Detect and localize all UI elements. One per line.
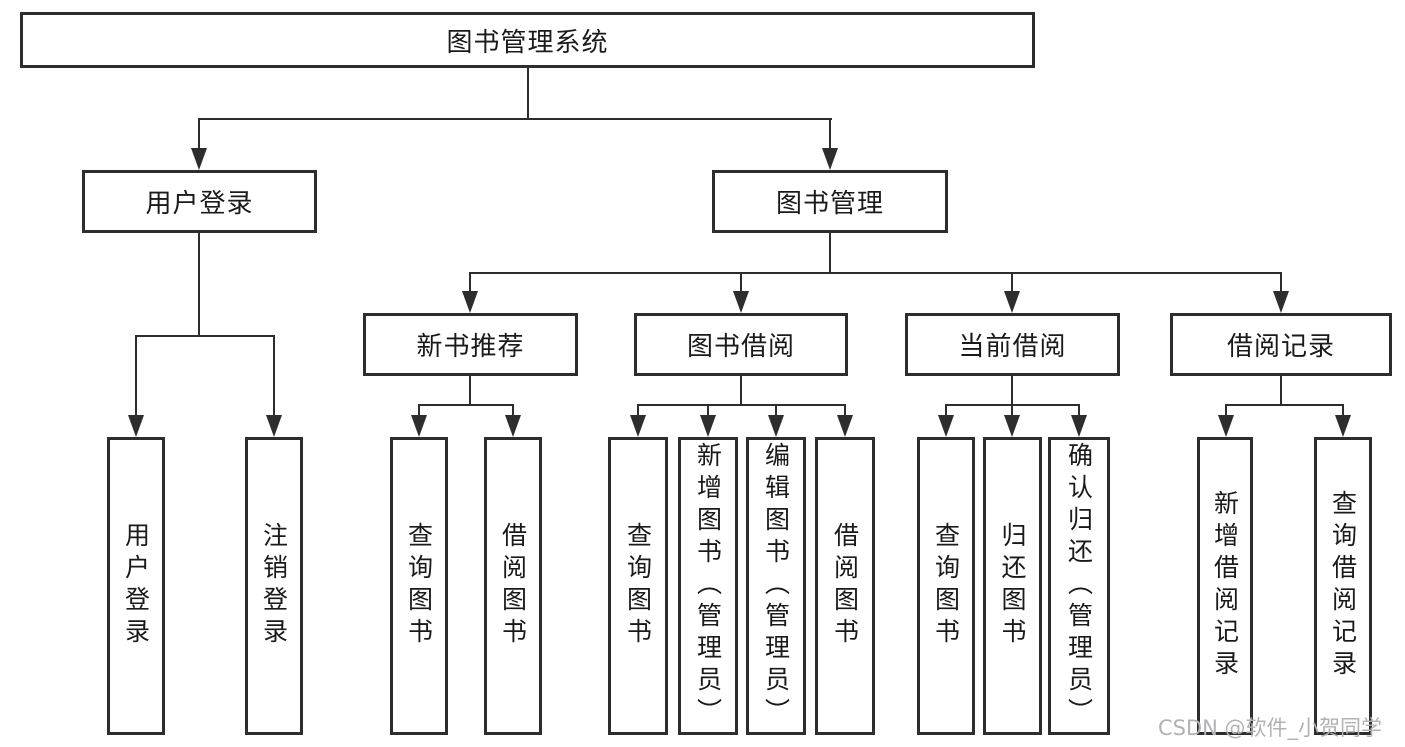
- leaf-query-borrow-record: 查询借阅记录: [1314, 437, 1372, 735]
- node-book-management: 图书管理: [712, 170, 948, 233]
- connector-line: [1280, 376, 1282, 406]
- connector-line: [1011, 404, 1013, 417]
- connector-line: [844, 404, 846, 417]
- arrow-down-icon: [411, 415, 427, 437]
- connector-line: [135, 335, 275, 337]
- arrow-down-icon: [1218, 415, 1234, 437]
- connector-line: [135, 335, 137, 417]
- node-label: 查询图书: [404, 522, 434, 650]
- arrow-down-icon: [938, 415, 954, 437]
- connector-line: [198, 118, 200, 150]
- connector-line: [1280, 272, 1282, 293]
- connector-line: [829, 118, 831, 150]
- connector-line: [1078, 404, 1080, 417]
- arrow-down-icon: [630, 415, 646, 437]
- connector-line: [469, 376, 471, 406]
- connector-line: [637, 404, 639, 417]
- connector-line: [1225, 404, 1227, 417]
- connector-line: [198, 118, 832, 120]
- arrow-down-icon: [1004, 291, 1020, 313]
- connector-line: [198, 233, 200, 337]
- csdn-watermark: CSDN @软件_小贺同学: [1158, 716, 1383, 740]
- arrow-down-icon: [1004, 415, 1020, 437]
- connector-line: [469, 272, 471, 293]
- leaf-add-book-admin: 新增图书（管理员）: [678, 437, 738, 735]
- connector-line: [740, 272, 742, 293]
- connector-line: [1011, 272, 1013, 293]
- node-new-book-recommend: 新书推荐: [363, 313, 578, 376]
- leaf-edit-book-admin: 编辑图书（管理员）: [746, 437, 806, 735]
- arrow-down-icon: [1335, 415, 1351, 437]
- leaf-confirm-return-admin: 确认归还（管理员）: [1048, 437, 1110, 735]
- connector-line: [418, 404, 420, 417]
- node-label: 新书推荐: [416, 332, 525, 362]
- connector-line: [637, 404, 846, 406]
- connector-line: [740, 376, 742, 406]
- leaf-query-books-current: 查询图书: [917, 437, 975, 735]
- leaf-query-books-recommend: 查询图书: [390, 437, 448, 735]
- node-label: 查询图书: [623, 522, 653, 650]
- leaf-borrow-books-recommend: 借阅图书: [484, 437, 542, 735]
- leaf-user-login: 用户登录: [107, 437, 165, 735]
- node-label: 当前借阅: [958, 332, 1067, 362]
- connector-line: [1011, 376, 1013, 406]
- node-label: 新增图书（管理员）: [693, 442, 723, 730]
- connector-line: [945, 404, 947, 417]
- arrow-down-icon: [700, 415, 716, 437]
- connector-line: [512, 404, 514, 417]
- node-label: 图书借阅: [686, 332, 795, 362]
- arrow-down-icon: [768, 415, 784, 437]
- node-label: 注销登录: [259, 522, 289, 650]
- connector-line: [707, 404, 709, 417]
- leaf-logout: 注销登录: [245, 437, 303, 735]
- leaf-add-borrow-record: 新增借阅记录: [1197, 437, 1253, 735]
- arrow-down-icon: [1071, 415, 1087, 437]
- arrow-down-icon: [837, 415, 853, 437]
- node-label: 借阅图书: [498, 522, 528, 650]
- leaf-return-books: 归还图书: [983, 437, 1042, 735]
- node-label: 用户登录: [121, 522, 151, 650]
- node-label: 借阅记录: [1226, 332, 1335, 362]
- node-library-system: 图书管理系统: [20, 12, 1035, 68]
- arrow-down-icon: [505, 415, 521, 437]
- connector-line: [1342, 404, 1344, 417]
- arrow-down-icon: [1273, 291, 1289, 313]
- node-label: 借阅图书: [830, 522, 860, 650]
- arrow-down-icon: [822, 148, 838, 170]
- connector-line: [775, 404, 777, 417]
- connector-line: [527, 68, 529, 120]
- node-label: 确认归还（管理员）: [1064, 442, 1094, 730]
- arrow-down-icon: [191, 148, 207, 170]
- node-label: 查询借阅记录: [1328, 490, 1358, 682]
- node-label: 编辑图书（管理员）: [761, 442, 791, 730]
- connector-line: [829, 233, 831, 274]
- arrow-down-icon: [128, 415, 144, 437]
- node-label: 用户登录: [145, 189, 254, 219]
- node-book-borrowing: 图书借阅: [634, 313, 848, 376]
- node-label: 图书管理系统: [446, 27, 609, 58]
- arrow-down-icon: [266, 415, 282, 437]
- connector-line: [273, 335, 275, 417]
- node-user-login-group: 用户登录: [82, 170, 317, 233]
- node-label: 图书管理: [775, 189, 884, 219]
- connector-line: [470, 272, 1282, 274]
- node-label: 新增借阅记录: [1210, 490, 1240, 682]
- node-label: 查询图书: [931, 522, 961, 650]
- node-borrowing-records: 借阅记录: [1170, 313, 1392, 376]
- connector-line: [418, 404, 514, 406]
- leaf-query-books-borrowing: 查询图书: [608, 437, 668, 735]
- arrow-down-icon: [462, 291, 478, 313]
- leaf-borrow-books-borrowing: 借阅图书: [815, 437, 875, 735]
- connector-line: [1225, 404, 1344, 406]
- node-label: 归还图书: [998, 522, 1027, 650]
- arrow-down-icon: [733, 291, 749, 313]
- node-current-borrowing: 当前借阅: [905, 313, 1120, 376]
